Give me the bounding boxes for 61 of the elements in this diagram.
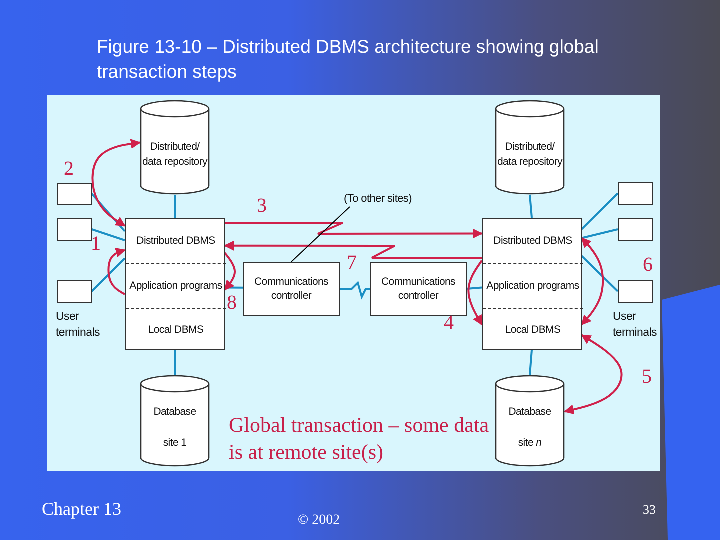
arrow <box>224 252 236 291</box>
process-box <box>370 262 467 316</box>
node-label: Distributed/ data repository <box>496 140 564 169</box>
node-label: Communications controller <box>254 274 330 304</box>
step-number: 4 <box>444 312 455 335</box>
step-number: 7 <box>347 252 358 275</box>
node-label: Distributed DBMS <box>494 234 572 248</box>
connector-line <box>91 193 126 232</box>
arrow <box>468 260 483 326</box>
connector-line <box>581 192 619 230</box>
node-label: Distributed DBMS <box>136 234 216 248</box>
page-number: 33 <box>643 502 657 518</box>
double-arrow <box>564 334 623 415</box>
node-label: Communications controller <box>380 274 456 304</box>
leader-line <box>291 206 350 262</box>
site-box <box>125 218 225 350</box>
step-number: 5 <box>642 366 653 389</box>
arrow <box>225 222 483 239</box>
caption-text: User terminals <box>613 310 658 341</box>
terminal-box <box>618 182 653 205</box>
footer-text: Chapter 13 <box>42 499 122 520</box>
node-label: Database <box>154 405 196 420</box>
node-label: Application programs <box>130 278 222 294</box>
terminal-box <box>618 280 653 303</box>
terminal-box <box>618 218 653 241</box>
terminal-box <box>57 218 92 241</box>
connector-line <box>529 194 533 218</box>
copyright-text: © 2002 <box>298 513 342 529</box>
note-text: Global transaction – some data is at remote site(s) <box>229 412 490 466</box>
arrow <box>224 240 482 260</box>
double-arrow <box>581 238 604 326</box>
node-label: site n <box>518 436 542 451</box>
terminal-box <box>57 280 92 303</box>
node-label: Local DBMS <box>148 322 204 338</box>
process-box <box>243 262 340 316</box>
connector-line <box>466 286 482 290</box>
connector-line <box>529 350 533 376</box>
node-label: site 1 <box>163 436 187 451</box>
slide-title: Figure 13-10 – Distributed DBMS architecture showing global transaction steps <box>97 35 600 84</box>
connector-line <box>91 258 126 292</box>
step-number: 1 <box>91 233 102 256</box>
connector-line <box>174 350 176 375</box>
site-box <box>482 218 582 350</box>
connector-line <box>340 281 370 300</box>
node-label: Application programs <box>486 278 580 294</box>
caption-text: User terminals <box>56 310 101 341</box>
annotation-text: (To other sites) <box>338 191 418 207</box>
step-number: 8 <box>227 292 238 315</box>
connector-line <box>174 195 176 218</box>
arrow <box>108 248 126 296</box>
node-label: Distributed/ data repository <box>142 140 209 169</box>
terminal-box <box>57 183 92 205</box>
step-number: 2 <box>64 158 75 181</box>
node-label: Database <box>508 405 552 420</box>
connector-line <box>92 228 126 242</box>
step-number: 3 <box>257 195 268 218</box>
connector-line <box>582 228 618 240</box>
connector-line <box>581 256 619 292</box>
double-arrow <box>92 139 141 227</box>
step-number: 6 <box>643 254 654 277</box>
node-label: Local DBMS <box>505 322 561 338</box>
